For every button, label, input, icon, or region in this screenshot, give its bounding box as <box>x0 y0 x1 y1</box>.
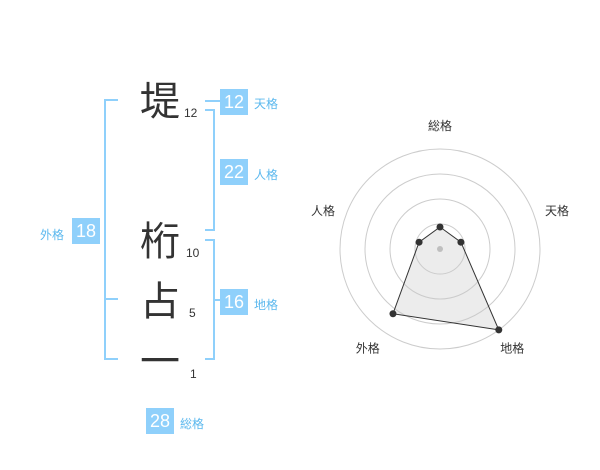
radar-data-point <box>436 223 444 231</box>
radar-grid-ring <box>339 148 541 350</box>
tenkaku-connector <box>205 100 220 102</box>
soukaku-value-badge: 28 <box>146 408 174 434</box>
name-char-4: 一 <box>140 339 180 385</box>
radar-data-point <box>415 238 423 246</box>
chikaku-value-badge: 16 <box>220 289 248 315</box>
chikaku-label: 地格 <box>254 298 279 312</box>
radar-grid-ring <box>364 173 516 325</box>
chikaku-bracket-bottom <box>205 358 215 360</box>
chikaku-connector <box>213 299 220 301</box>
gaikaku-bracket-bottom <box>104 358 118 360</box>
tenkaku-value-badge: 12 <box>220 89 248 115</box>
gaikaku-bracket-mid <box>104 298 118 300</box>
jinkaku-bracket-bottom <box>205 229 215 231</box>
stroke-count-2: 10 <box>186 246 200 260</box>
stroke-count-1: 12 <box>184 106 198 120</box>
radar-data-point <box>495 326 503 334</box>
jinkaku-bracket-vertical <box>213 109 215 231</box>
tenkaku-label: 天格 <box>254 97 279 111</box>
chikaku-bracket-top <box>205 239 215 241</box>
name-char-2: 桁 <box>140 219 180 265</box>
gaikaku-bracket-vertical <box>104 99 106 360</box>
gaikaku-label: 外格 <box>40 228 65 242</box>
name-char-1: 堤 <box>140 79 180 125</box>
radar-data-point <box>457 238 465 246</box>
radar-axis-label: 天格 <box>545 203 569 218</box>
radar-data-point <box>389 310 397 318</box>
stroke-count-4: 1 <box>190 367 197 381</box>
jinkaku-value-badge: 22 <box>220 159 248 185</box>
jinkaku-label: 人格 <box>254 168 279 182</box>
radar-data-polygon <box>392 226 500 331</box>
radar-axis-label: 外格 <box>356 341 380 356</box>
radar-center-dot <box>437 246 443 252</box>
radar-axis-label: 総格 <box>428 118 452 133</box>
soukaku-label: 総格 <box>180 417 205 431</box>
radar-grid-ring <box>389 198 491 300</box>
stroke-count-3: 5 <box>189 306 196 320</box>
jinkaku-bracket-top <box>205 109 215 111</box>
radar-axis-label: 地格 <box>500 341 524 356</box>
gaikaku-value-badge: 18 <box>72 218 100 244</box>
radar-axis-label: 人格 <box>311 203 335 218</box>
gaikaku-bracket-top <box>104 99 118 101</box>
name-char-3: 占 <box>140 279 180 325</box>
